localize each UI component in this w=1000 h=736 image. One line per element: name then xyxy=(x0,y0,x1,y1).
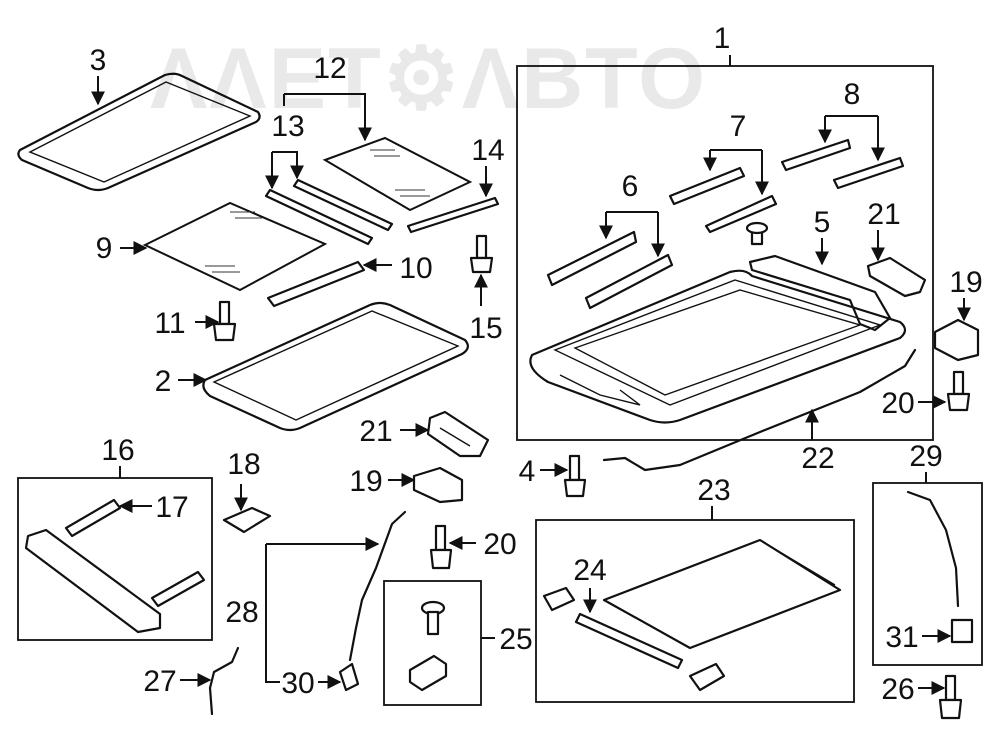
callout-6: 6 xyxy=(622,170,639,203)
callout-10: 10 xyxy=(399,252,432,285)
callout-3: 3 xyxy=(90,44,107,77)
part-4-bolt xyxy=(563,454,587,498)
callout-21-left: 21 xyxy=(359,415,392,448)
callout-18: 18 xyxy=(227,448,260,481)
part-9-glass-panel xyxy=(142,201,328,292)
group-box-16 xyxy=(17,477,213,641)
callout-19-left: 19 xyxy=(349,465,382,498)
part-28-drain-hose xyxy=(348,510,407,662)
part-29-drain-hose xyxy=(906,490,960,608)
callout-2: 2 xyxy=(155,365,172,398)
part-12-glass-panel xyxy=(322,136,473,212)
callout-15: 15 xyxy=(469,312,502,345)
part-20-bolt-middle xyxy=(429,524,453,570)
callout-26: 26 xyxy=(881,673,914,706)
part-16-deflector-bar xyxy=(24,528,162,634)
part-30-hose-end xyxy=(338,662,360,692)
part-6-rail-lower xyxy=(584,253,674,310)
callout-4: 4 xyxy=(519,455,536,488)
part-13-seal-strips xyxy=(264,178,394,246)
part-10-strip xyxy=(266,260,366,308)
callout-labels: 3 12 13 14 9 10 15 11 2 21 19 4 20 1 6 7… xyxy=(90,22,983,706)
part-2-seal xyxy=(202,301,469,432)
callout-29: 29 xyxy=(909,440,942,473)
part-23-sunshade xyxy=(602,538,842,650)
group-box-25 xyxy=(383,580,482,706)
part-27-hose xyxy=(208,646,240,716)
group-box-1 xyxy=(516,65,934,441)
part-31-hose-clip xyxy=(950,618,974,644)
group-box-23 xyxy=(535,519,855,703)
callout-20-middle: 20 xyxy=(483,528,516,561)
callout-16: 16 xyxy=(101,434,134,467)
part-5-frame-rail xyxy=(748,254,892,332)
part-22-drain-cable xyxy=(602,348,917,472)
part-19-sensor-right xyxy=(933,318,980,362)
callout-14: 14 xyxy=(471,134,504,167)
part-3-wind-deflector xyxy=(17,72,261,192)
part-15-bolt xyxy=(469,234,494,274)
group-box-29 xyxy=(872,482,983,666)
watermark-logo: ΛΛΕΤ⚙ΛΒΤΟ xyxy=(150,31,707,127)
part-7-rail-upper xyxy=(668,166,746,206)
callout-22: 22 xyxy=(801,442,834,475)
part-23-end-cap-left xyxy=(542,586,576,612)
part-25-fastener-kit xyxy=(408,600,448,692)
callout-7: 7 xyxy=(730,110,747,143)
callout-17: 17 xyxy=(155,491,188,524)
part-21-bracket xyxy=(426,410,490,458)
callout-11: 11 xyxy=(154,307,185,340)
part-1-sunroof-frame xyxy=(529,269,907,424)
part-21-motor-bracket xyxy=(866,256,927,298)
part-18-clip xyxy=(222,506,272,534)
callout-8: 8 xyxy=(844,78,861,111)
callout-28: 28 xyxy=(225,596,258,629)
part-8-rail-upper xyxy=(780,138,852,172)
part-17-rod-upper xyxy=(64,498,122,538)
part-17-rod-lower xyxy=(150,570,206,608)
callout-5: 5 xyxy=(814,206,831,239)
part-20-bolt-right xyxy=(946,370,971,412)
part-pin xyxy=(745,221,769,246)
part-19-sensor xyxy=(412,466,464,504)
callout-25: 25 xyxy=(499,623,532,656)
part-7-rail-lower xyxy=(704,194,778,234)
callout-20-right: 20 xyxy=(881,387,914,420)
callout-23: 23 xyxy=(697,474,730,507)
part-26-bolt xyxy=(938,674,963,720)
callout-13: 13 xyxy=(271,110,304,143)
part-6-rail-upper xyxy=(546,230,638,287)
callout-9: 9 xyxy=(96,232,113,265)
callout-12: 12 xyxy=(313,52,346,85)
part-23-end-cap-right xyxy=(688,662,726,692)
callout-1: 1 xyxy=(714,22,731,55)
callout-30: 30 xyxy=(281,667,314,700)
part-8-rail-lower xyxy=(832,156,905,190)
callout-19-right: 19 xyxy=(949,266,982,299)
callout-24: 24 xyxy=(573,554,606,587)
part-24-guide-rail xyxy=(574,612,684,670)
callout-21-right: 21 xyxy=(867,198,900,231)
callout-31: 31 xyxy=(885,621,918,654)
part-14-strip xyxy=(406,196,500,234)
callout-27: 27 xyxy=(143,665,176,698)
leader-lines xyxy=(91,55,971,695)
